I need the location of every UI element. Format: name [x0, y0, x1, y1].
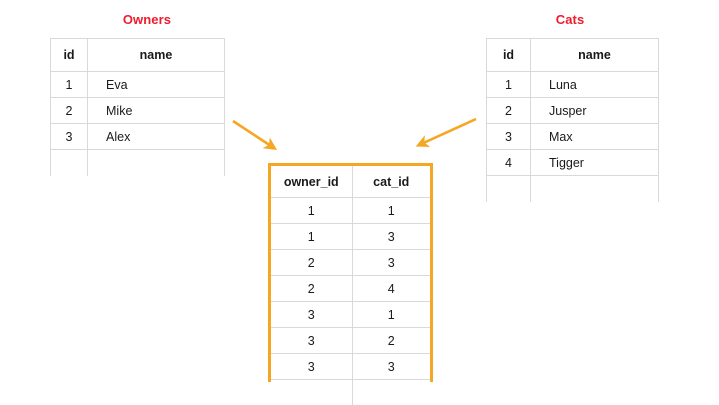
table-row: 1 Eva	[51, 72, 225, 98]
cell-id: 2	[51, 98, 88, 124]
cell-name: Tigger	[531, 150, 659, 176]
arrow-owners-to-junction	[233, 121, 274, 148]
cell-name: Alex	[88, 124, 225, 150]
cell-name-blank	[88, 150, 225, 177]
table-row: 2 Mike	[51, 98, 225, 124]
cell-id: 3	[51, 124, 88, 150]
cell-owner-id: 2	[271, 250, 352, 276]
table-row: 4 Tigger	[487, 150, 659, 176]
owners-table: id name 1 Eva 2 Mike 3 Alex	[50, 38, 225, 176]
table-row: 3 3	[271, 354, 430, 380]
cell-name: Luna	[531, 72, 659, 98]
column-header-id: id	[51, 39, 88, 72]
cell-id: 1	[487, 72, 531, 98]
table-row: 3 1	[271, 302, 430, 328]
cell-cat-id: 1	[352, 302, 430, 328]
table-row: 2 3	[271, 250, 430, 276]
table-row-blank	[51, 150, 225, 177]
table-header-row: id name	[51, 39, 225, 72]
cell-owner-id: 3	[271, 328, 352, 354]
table-row-blank	[271, 380, 430, 405]
cell-owner-id: 1	[271, 198, 352, 224]
cell-cat-id: 3	[352, 250, 430, 276]
arrow-cats-to-junction	[419, 119, 476, 145]
column-header-name: name	[88, 39, 225, 72]
cell-owner-id: 1	[271, 224, 352, 250]
cell-id: 2	[487, 98, 531, 124]
table-row: 1 1	[271, 198, 430, 224]
junction-table-container: owner_id cat_id 1 1 1 3 2 3 2	[268, 163, 433, 382]
table-row: 3 Alex	[51, 124, 225, 150]
table-row: 2 Jusper	[487, 98, 659, 124]
column-header-name: name	[531, 39, 659, 72]
table-row-blank	[487, 176, 659, 203]
cell-name: Max	[531, 124, 659, 150]
cell-id-blank	[51, 150, 88, 177]
table-row: 1 3	[271, 224, 430, 250]
cats-table-title: Cats	[515, 12, 625, 27]
cell-cat-id: 2	[352, 328, 430, 354]
cell-cat-id: 3	[352, 354, 430, 380]
cell-owner-id: 2	[271, 276, 352, 302]
cell-name: Jusper	[531, 98, 659, 124]
table-row: 3 Max	[487, 124, 659, 150]
cell-cat-id: 3	[352, 224, 430, 250]
table-row: 2 4	[271, 276, 430, 302]
junction-table: owner_id cat_id 1 1 1 3 2 3 2	[271, 166, 430, 405]
cell-cat-id: 1	[352, 198, 430, 224]
table-header-row: owner_id cat_id	[271, 166, 430, 198]
cell-owner-id-blank	[271, 380, 352, 405]
cell-owner-id: 3	[271, 354, 352, 380]
cell-id: 1	[51, 72, 88, 98]
cell-id: 3	[487, 124, 531, 150]
column-header-owner-id: owner_id	[271, 166, 352, 198]
table-header-row: id name	[487, 39, 659, 72]
cell-cat-id-blank	[352, 380, 430, 405]
cell-id: 4	[487, 150, 531, 176]
cell-id-blank	[487, 176, 531, 203]
owners-table-title: Owners	[92, 12, 202, 27]
cell-name: Eva	[88, 72, 225, 98]
cats-table: id name 1 Luna 2 Jusper 3 Max 4 Tigger	[486, 38, 659, 202]
cell-name-blank	[531, 176, 659, 203]
column-header-cat-id: cat_id	[352, 166, 430, 198]
cell-cat-id: 4	[352, 276, 430, 302]
table-row: 3 2	[271, 328, 430, 354]
cell-owner-id: 3	[271, 302, 352, 328]
table-row: 1 Luna	[487, 72, 659, 98]
column-header-id: id	[487, 39, 531, 72]
cell-name: Mike	[88, 98, 225, 124]
